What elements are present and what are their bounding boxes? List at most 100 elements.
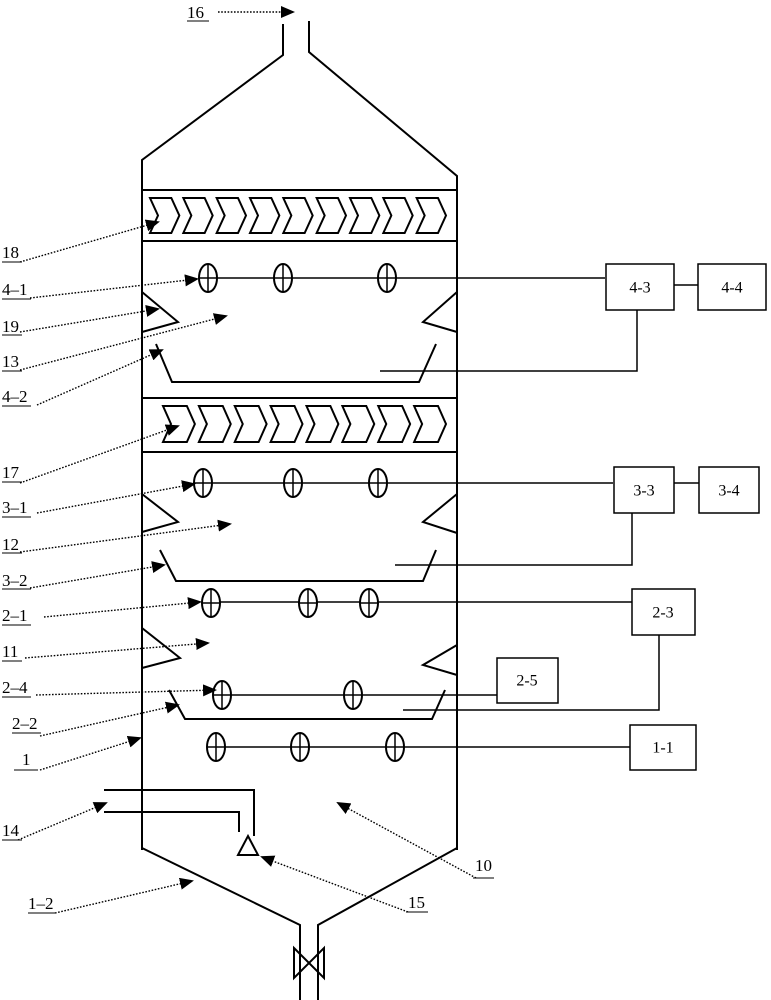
demister-17 [142, 398, 457, 452]
nozzle-icon [360, 589, 378, 617]
drain-valve-icon [294, 948, 324, 978]
label-12: 12 [2, 535, 22, 554]
svg-text:4–1: 4–1 [2, 280, 28, 299]
leader-3-1 [37, 484, 194, 513]
demister-blade [283, 198, 312, 233]
label-3-1: 3–1 [2, 498, 31, 517]
bottom-cone-right [318, 848, 457, 1000]
leader-11 [25, 643, 208, 658]
nozzle-icon [291, 733, 309, 761]
svg-text:1: 1 [22, 750, 31, 769]
spray-layer-4-1 [199, 264, 605, 292]
box-1-1: 1-1 [630, 725, 696, 770]
demister-blade [163, 406, 195, 442]
demister-blade [417, 198, 446, 233]
leader-19 [20, 309, 158, 332]
leader-2-1 [44, 602, 200, 617]
leader-1 [40, 738, 140, 770]
leader-2-4 [36, 690, 215, 695]
leader-2-2 [40, 705, 178, 736]
distributor-cone-15 [238, 836, 258, 855]
nozzle-icon [199, 264, 217, 292]
svg-text:12: 12 [2, 535, 19, 554]
box-3-4: 3-4 [699, 467, 759, 513]
leader-3-2 [30, 565, 164, 588]
label-18: 18 [2, 243, 22, 262]
box-label: 1-1 [652, 740, 673, 757]
label-19: 19 [2, 317, 22, 336]
svg-text:1–2: 1–2 [28, 894, 54, 913]
spray-layer-2-1 [202, 589, 632, 617]
nozzle-icon [202, 589, 220, 617]
label-2-2: 2–2 [12, 714, 41, 733]
tower-shell [142, 21, 457, 1000]
collecting-tray-2-2 [169, 635, 659, 719]
demister-blade [150, 198, 179, 233]
demister-blade [217, 198, 246, 233]
svg-text:2–1: 2–1 [2, 606, 28, 625]
box-label: 4-4 [721, 280, 742, 297]
demister-blade [235, 406, 267, 442]
label-15: 15 [406, 893, 428, 912]
svg-text:15: 15 [408, 893, 425, 912]
collecting-tray-3-2 [160, 513, 632, 581]
leader-1-2 [55, 881, 192, 913]
svg-text:14: 14 [2, 821, 20, 840]
svg-text:2–2: 2–2 [12, 714, 38, 733]
label-3-2: 3–2 [2, 571, 31, 590]
svg-text:18: 18 [2, 243, 19, 262]
leader-12 [20, 524, 230, 552]
nozzle-icon [284, 469, 302, 497]
box-4-4: 4-4 [698, 264, 766, 310]
box-label: 2-5 [516, 673, 537, 690]
box-label: 3-4 [718, 483, 739, 500]
box-label: 3-3 [633, 483, 654, 500]
demister-blade [317, 198, 346, 233]
demister-blade [199, 406, 231, 442]
leader-4-2 [37, 350, 162, 405]
svg-text:17: 17 [2, 463, 20, 482]
nozzle-icon [194, 469, 212, 497]
label-13: 13 [2, 352, 22, 371]
demister-blade [342, 406, 374, 442]
svg-text:10: 10 [475, 856, 492, 875]
svg-text:16: 16 [187, 3, 204, 22]
nozzle-icon [386, 733, 404, 761]
label-14: 14 [2, 821, 22, 840]
box-4-3: 4-3 [606, 264, 674, 310]
leader-10 [338, 803, 476, 878]
svg-text:4–2: 4–2 [2, 387, 28, 406]
spray-layer-2-4 [213, 681, 497, 709]
label-2-1: 2–1 [2, 606, 31, 625]
nozzle-icon [207, 733, 225, 761]
svg-text:3–1: 3–1 [2, 498, 28, 517]
spray-layer-3-1 [193, 469, 613, 497]
bottom-cone-left [142, 848, 300, 1000]
svg-text:2–4: 2–4 [2, 678, 28, 697]
label-4-2: 4–2 [2, 387, 31, 406]
collecting-tray-4-2 [156, 310, 637, 382]
nozzle-icon [274, 264, 292, 292]
svg-text:3–2: 3–2 [2, 571, 28, 590]
label-16: 16 [187, 3, 209, 22]
svg-text:11: 11 [2, 642, 18, 661]
label-11: 11 [2, 642, 22, 661]
reference-labels: 16 18 4–1 19 13 4–2 17 3–1 12 3–2 2–1 11… [2, 3, 494, 913]
demister-blade [378, 406, 410, 442]
label-4-1: 4–1 [2, 280, 31, 299]
leader-lines [18, 12, 476, 913]
demister-blade [250, 198, 279, 233]
baffle-right-stage4 [423, 292, 457, 332]
nozzle-icon [213, 681, 231, 709]
baffle-19-left [142, 292, 178, 332]
box-2-5: 2-5 [497, 658, 558, 703]
inlet-pipe-14 [104, 790, 254, 836]
box-label: 2-3 [652, 605, 673, 622]
svg-text:19: 19 [2, 317, 19, 336]
demister-blade [271, 406, 303, 442]
leader-15 [262, 857, 408, 912]
leader-13 [20, 316, 226, 370]
leader-14 [18, 803, 106, 840]
label-2-4: 2–4 [2, 678, 31, 697]
